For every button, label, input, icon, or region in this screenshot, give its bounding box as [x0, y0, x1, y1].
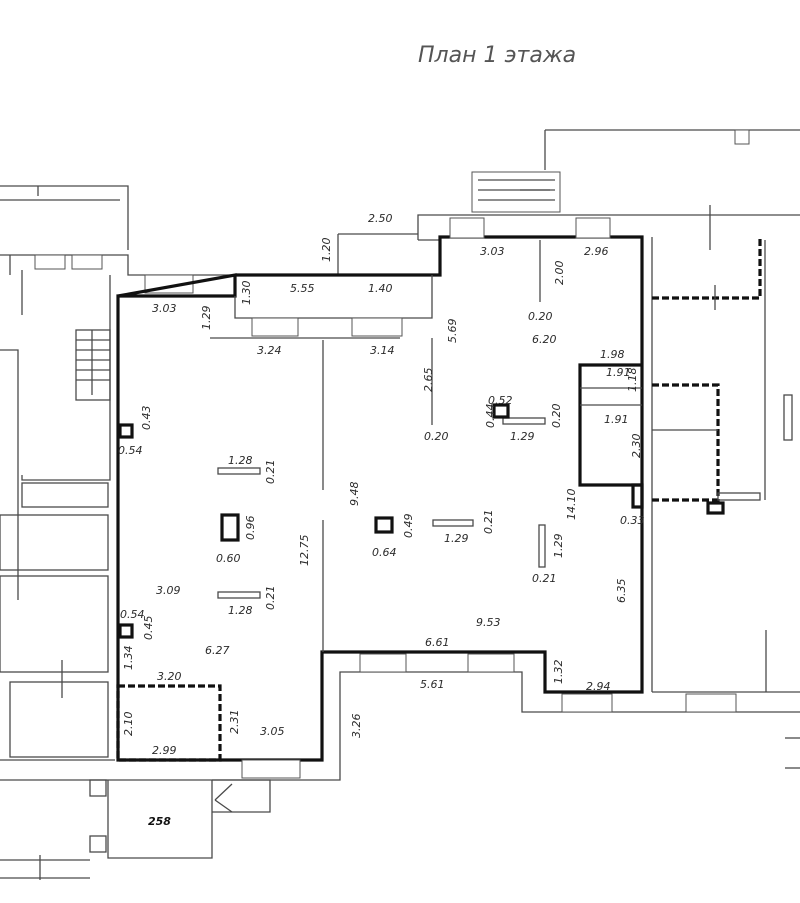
dimension-label: 3.05	[260, 725, 285, 738]
dimension-label: 1.40	[368, 282, 393, 295]
dimension-label: 2.96	[584, 245, 609, 258]
dimension-labels: 2.50 1.20 3.03 2.96 5.55 1.40 1.30 3.03 1.29 2.00…	[118, 212, 645, 757]
dimension-label: 2.50	[368, 212, 393, 225]
dimension-label: 0.54	[118, 444, 143, 457]
dimension-label: 0.20	[528, 310, 553, 323]
dimension-label: 5.55	[290, 282, 315, 295]
dimension-label: 0.96	[244, 516, 257, 541]
dimension-label: 2.30	[630, 434, 643, 459]
dimension-label: 0.43	[140, 406, 153, 431]
dimension-label: 2.99	[152, 744, 177, 757]
stair-label: 258	[148, 815, 171, 828]
dimension-label: 1.91	[606, 366, 631, 379]
dimension-label: 3.26	[350, 714, 363, 739]
dimension-label: 0.21	[532, 572, 557, 585]
dimension-label: 1.28	[228, 454, 253, 467]
dimension-label: 2.65	[422, 368, 435, 393]
dimension-label: 6.35	[615, 579, 628, 604]
dimension-label: 1.91	[604, 413, 629, 426]
left-building	[0, 185, 800, 781]
dimension-label: 9.48	[348, 482, 361, 507]
dimension-label: 2.00	[553, 261, 566, 286]
dimension-label: 0.52	[488, 394, 513, 407]
dimension-label: 1.29	[510, 430, 535, 443]
dimension-label: 0.60	[216, 552, 241, 565]
dimension-label: 3.14	[370, 344, 395, 357]
dimension-label: 3.24	[257, 344, 282, 357]
dimension-label: 2.31	[228, 710, 241, 735]
plan-title: План 1 этажа	[418, 43, 576, 68]
dimension-label: 1.98	[600, 348, 625, 361]
dimension-label: 3.20	[157, 670, 182, 683]
dimension-label: 0.20	[550, 404, 563, 429]
dimension-label: 0.20	[424, 430, 449, 443]
dimension-label: 1.30	[240, 281, 253, 306]
dimension-label: 0.21	[264, 460, 277, 485]
dimension-label: 1.18	[626, 368, 639, 393]
dimension-label: 1.29	[552, 534, 565, 559]
dimension-label: 1.32	[552, 660, 565, 685]
dimension-label: 6.61	[425, 636, 450, 649]
dimension-label: 0.21	[482, 510, 495, 535]
dimension-label: 0.44	[484, 404, 497, 429]
dimension-label: 0.33	[620, 514, 645, 527]
right-premises	[651, 205, 800, 769]
dimension-label: 2.94	[586, 680, 611, 693]
dimension-label: 1.20	[320, 238, 333, 263]
dimension-label: 14.10	[565, 489, 578, 521]
dimension-label: 12.75	[298, 535, 311, 567]
dimension-label: 2.10	[122, 712, 135, 737]
dimension-label: 1.34	[122, 646, 135, 671]
dimension-label: 9.53	[476, 616, 501, 629]
dimension-label: 0.49	[402, 514, 415, 539]
entrance-area: 258	[0, 779, 271, 880]
dimension-label: 3.03	[152, 302, 177, 315]
dimension-label: 0.64	[372, 546, 397, 559]
dimension-label: 5.61	[420, 678, 445, 691]
dimension-label: 0.45	[142, 616, 155, 641]
main-premises-walls	[116, 217, 737, 779]
dimension-label: 6.27	[205, 644, 230, 657]
dimension-label: 1.29	[444, 532, 469, 545]
dimension-label: 1.28	[228, 604, 253, 617]
dimension-label: 0.21	[264, 586, 277, 611]
dimension-label: 3.09	[156, 584, 181, 597]
dimension-label: 5.69	[446, 319, 459, 344]
dimension-label: 1.29	[200, 306, 213, 331]
outer-contour	[337, 129, 800, 275]
dimension-label: 3.03	[480, 245, 505, 258]
dimension-label: 6.20	[532, 333, 557, 346]
dimension-label: 0.54	[120, 608, 145, 621]
